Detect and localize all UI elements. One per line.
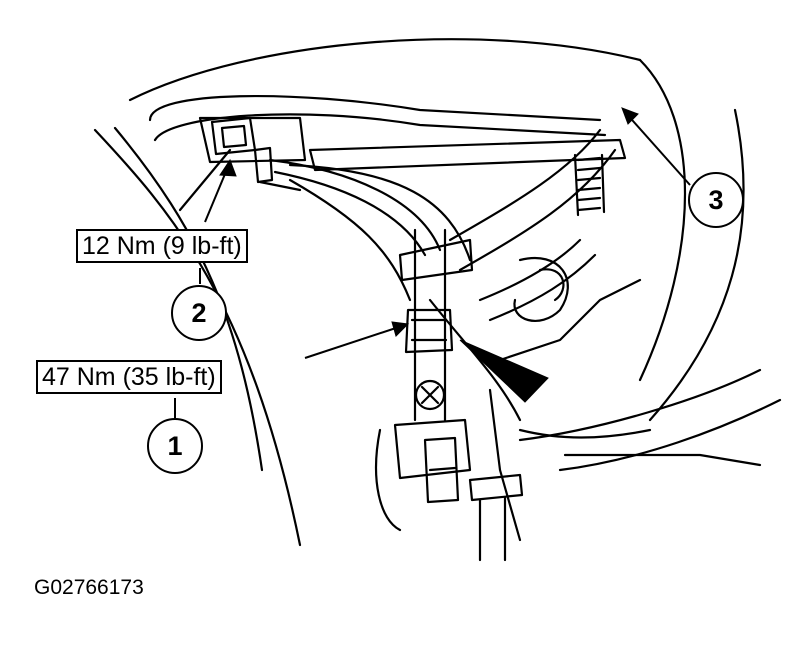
outer-curve-left bbox=[93, 128, 302, 547]
bolt-2 bbox=[210, 116, 257, 156]
callout-1: 1 bbox=[147, 418, 203, 474]
leader-47nm bbox=[304, 324, 406, 359]
panel-edge-bottom bbox=[563, 453, 762, 467]
tube-upper bbox=[148, 94, 602, 122]
tube-upper-2 bbox=[153, 113, 607, 142]
fitting-nut bbox=[404, 308, 454, 354]
arrowhead-2 bbox=[219, 158, 237, 177]
callout-2: 2 bbox=[171, 285, 227, 341]
torque-label-47nm: 47 Nm (35 lb-ft) bbox=[36, 360, 222, 394]
outer-curve-top bbox=[128, 38, 642, 102]
lower-fitting bbox=[423, 436, 460, 504]
leader-3 bbox=[624, 111, 691, 186]
fitting-clip bbox=[398, 238, 474, 282]
direction-arrow bbox=[459, 339, 549, 403]
coil-spring bbox=[576, 156, 602, 212]
lower-bracket bbox=[393, 418, 472, 480]
outer-curve-left-2 bbox=[113, 126, 264, 472]
torque-label-12nm: 12 Nm (9 lb-ft) bbox=[76, 229, 248, 263]
bracket-bar bbox=[308, 138, 627, 172]
panel-edge-right-2 bbox=[558, 398, 782, 472]
outer-curve-right bbox=[638, 58, 686, 382]
arrowhead-47nm bbox=[391, 321, 410, 337]
bracket-left bbox=[198, 116, 307, 164]
outer-curve-right-2 bbox=[648, 108, 745, 422]
figure-id: G02766173 bbox=[34, 576, 144, 599]
bracket-edge bbox=[178, 148, 232, 212]
bracket-bolt bbox=[414, 379, 446, 411]
hose-right bbox=[448, 128, 602, 242]
callout-3: 3 bbox=[688, 172, 744, 228]
arrowhead-3 bbox=[621, 107, 639, 125]
